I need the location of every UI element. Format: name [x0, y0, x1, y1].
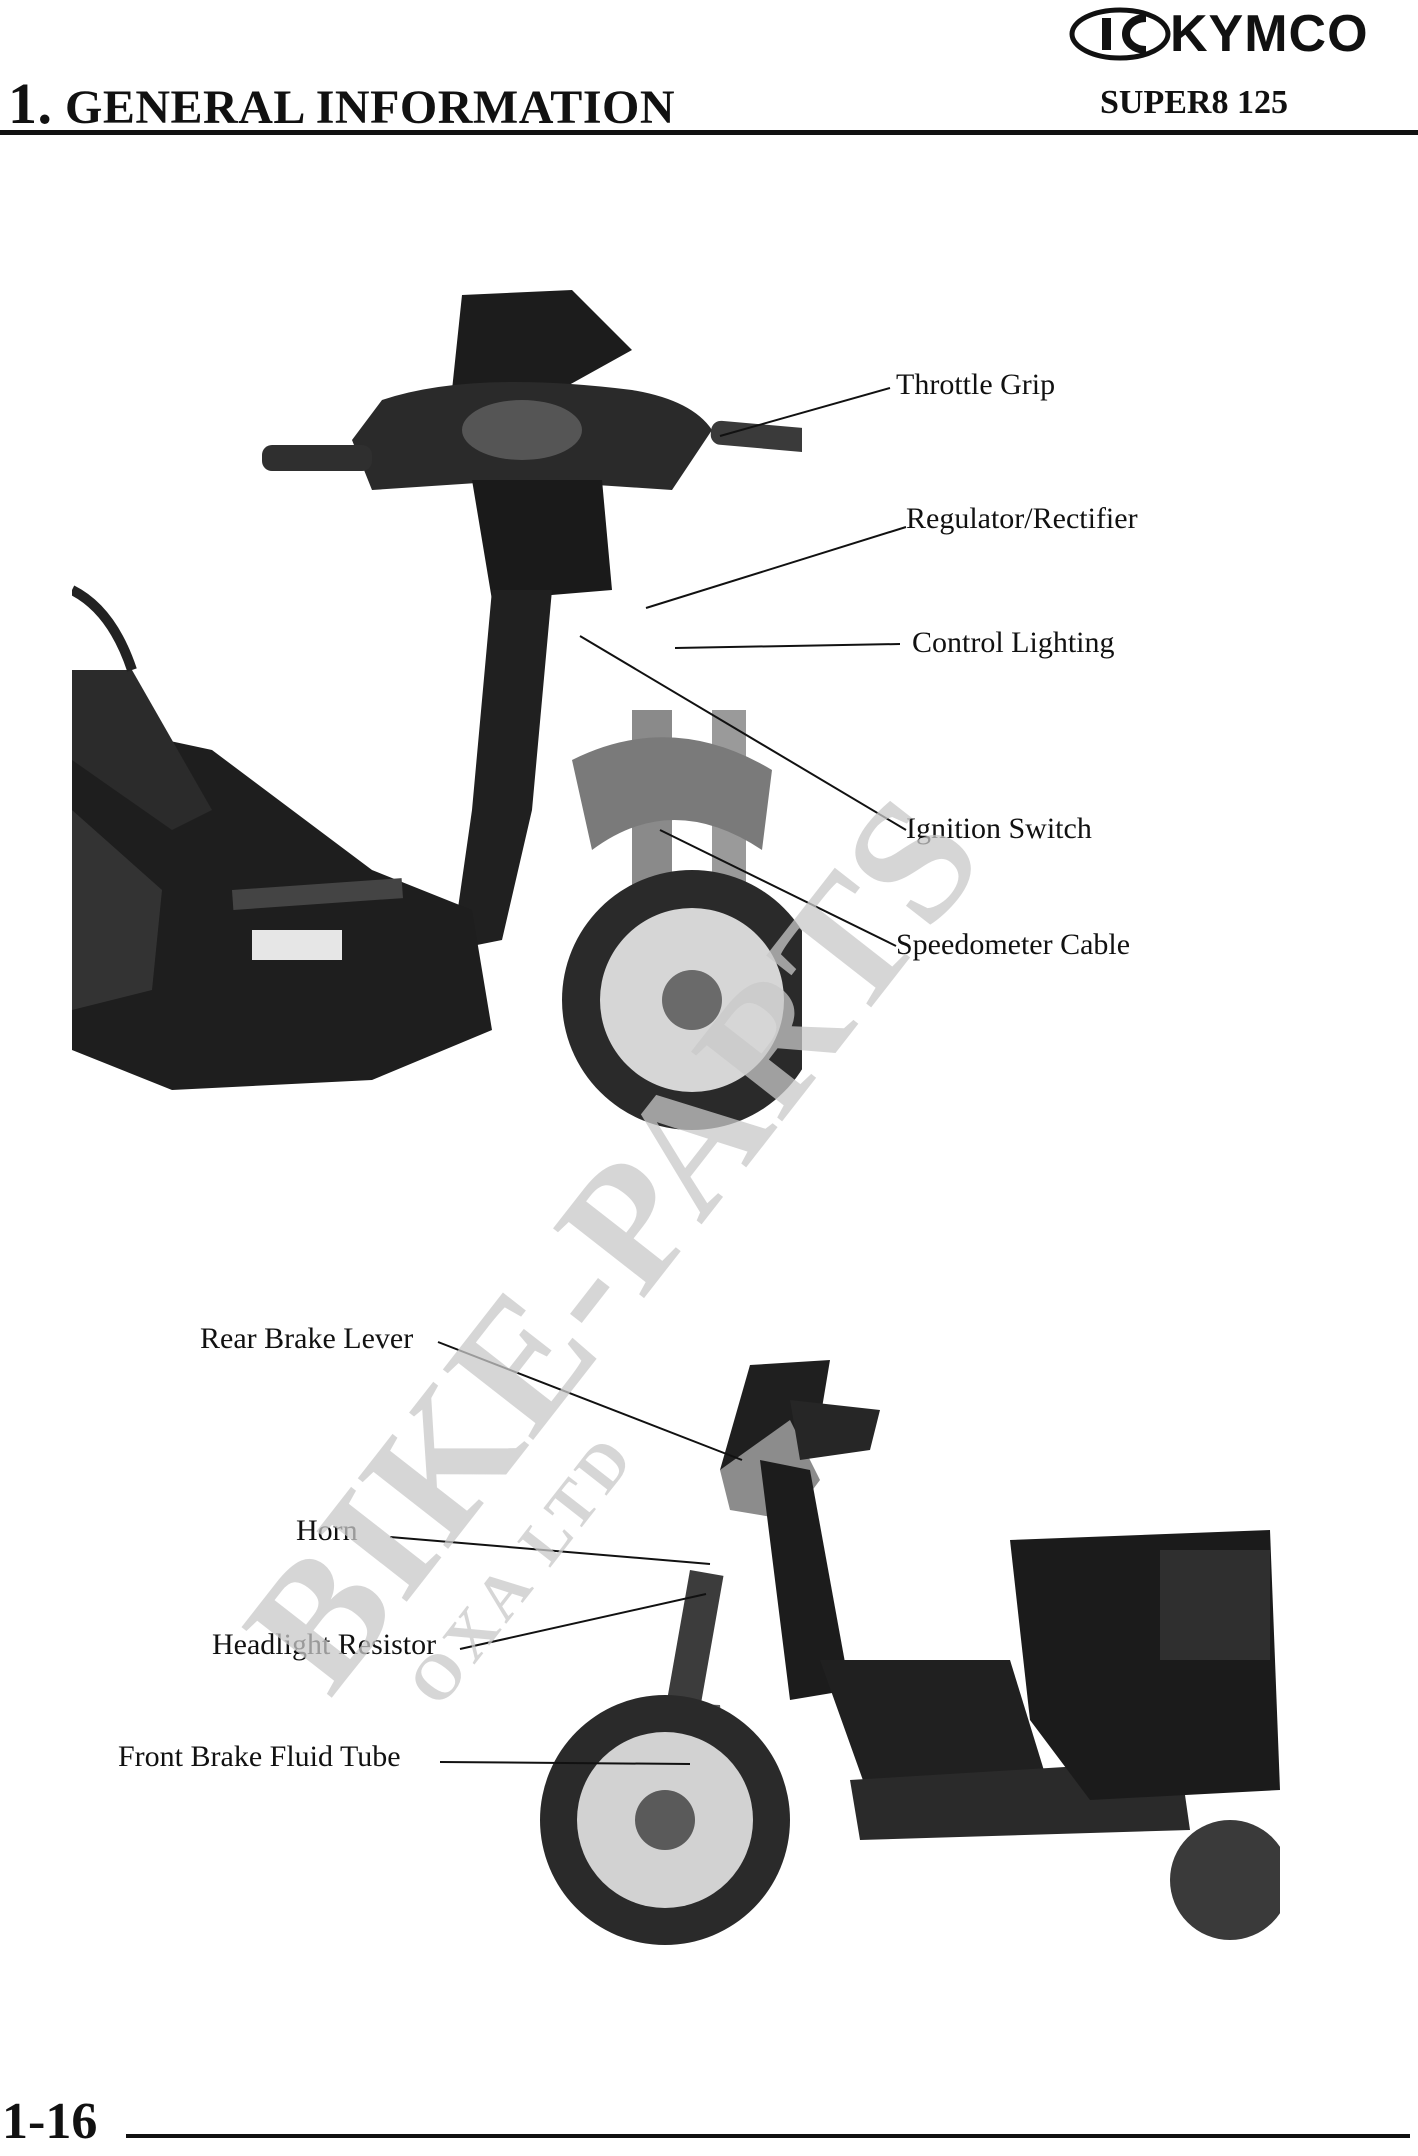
label-control-lighting: Control Lighting [912, 626, 1115, 659]
label-horn: Horn [296, 1514, 358, 1547]
footer-rule [126, 2134, 1410, 2138]
kymco-emblem-icon [1069, 7, 1171, 61]
label-speedometer-cable: Speedometer Cable [896, 928, 1131, 961]
model-name: SUPER8 125 [1100, 84, 1288, 121]
scooter-front-photo [72, 290, 802, 1130]
kymco-logo [1069, 7, 1171, 61]
label-throttle-grip: Throttle Grip [896, 368, 1056, 401]
chapter-number: 1. [8, 71, 53, 136]
label-headlight-resistor: Headlight Resistor [212, 1628, 437, 1661]
header-rule [0, 130, 1418, 135]
chapter-title: GENERAL INFORMATION [65, 81, 675, 134]
label-ignition-switch: Ignition Switch [906, 812, 1092, 845]
label-rear-brake-lever: Rear Brake Lever [200, 1322, 414, 1355]
page-number: 1-16 [2, 2093, 98, 2150]
chapter-heading: 1. GENERAL INFORMATION [8, 70, 675, 137]
brand-name: KYMCO [1170, 5, 1369, 63]
label-regulator-rectifier: Regulator/Rectifier [906, 502, 1138, 535]
label-front-brake-fluid-tube: Front Brake Fluid Tube [118, 1740, 401, 1773]
scooter-side-photo [540, 1360, 1280, 1945]
